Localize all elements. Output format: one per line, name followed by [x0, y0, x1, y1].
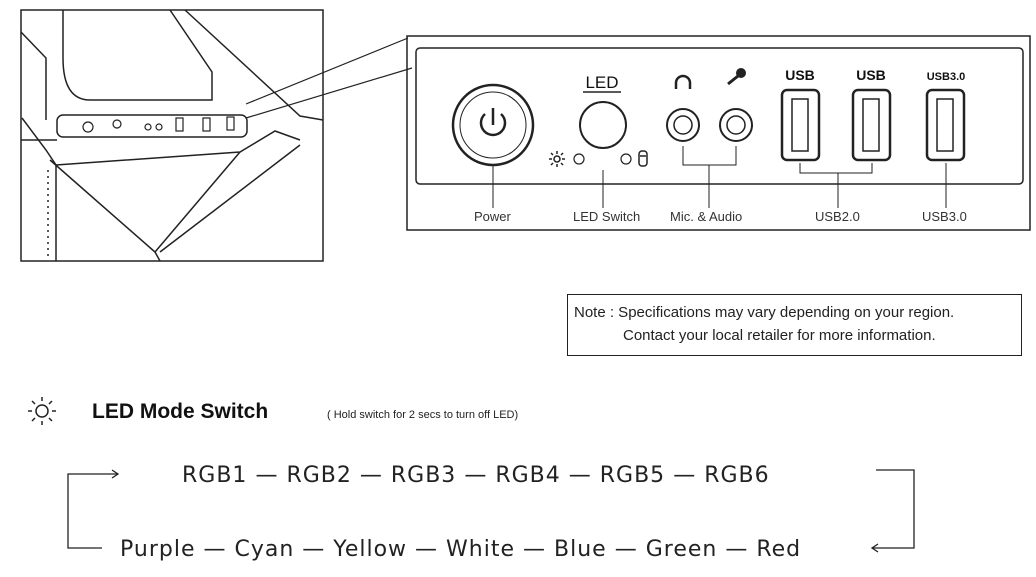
color-mode-red: Red	[756, 537, 802, 562]
note-line-1: Note : Specifications may vary depending…	[574, 304, 955, 321]
rgb-mode-4: RGB4	[495, 463, 561, 488]
mic-audio-label: Mic. & Audio	[670, 209, 743, 224]
microphone-icon	[727, 68, 746, 86]
rgb-mode-6: RGB6	[704, 463, 770, 488]
mode-cycle-arrows	[67, 469, 915, 553]
note-line-2: Contact your local retailer for more inf…	[623, 327, 936, 344]
led-indicator-right	[620, 153, 632, 165]
rgb-mode-row: RGB1 — RGB2 — RGB3 — RGB4 — RGB5 — RGB6	[182, 463, 770, 488]
lightbulb-icon	[638, 150, 648, 167]
note-box: Note : Specifications may vary depending…	[567, 294, 1022, 356]
usb-header-2: USB	[856, 67, 886, 83]
led-header: LED	[585, 73, 618, 92]
audio-bracket	[682, 146, 737, 208]
mode-separator: —	[255, 463, 279, 488]
color-mode-purple: Purple	[120, 537, 196, 562]
headphone-jack	[666, 108, 700, 142]
mode-separator: —	[359, 463, 383, 488]
usb3-header: USB3.0	[927, 71, 966, 83]
rgb-mode-3: RGB3	[390, 463, 457, 488]
usb-port-icon	[780, 88, 966, 162]
power-icon	[479, 108, 507, 137]
rgb-mode-5: RGB5	[599, 463, 666, 488]
usb3-label: USB3.0	[922, 209, 967, 224]
headphone-icon	[674, 74, 692, 89]
color-mode-row: Purple — Cyan — Yellow — White — Blue — …	[120, 537, 801, 562]
mode-separator: —	[302, 537, 326, 562]
mode-separator: —	[464, 463, 488, 488]
case-illustration	[20, 9, 324, 262]
mode-separator: —	[614, 537, 638, 562]
mode-separator: —	[725, 537, 749, 562]
usb2-bracket	[799, 163, 873, 208]
mode-separator: —	[568, 463, 592, 488]
led-indicator-left	[573, 153, 585, 165]
mode-separator: —	[523, 537, 547, 562]
color-mode-yellow: Yellow	[333, 537, 408, 562]
usb2-label: USB2.0	[815, 209, 860, 224]
led-mode-subtitle: ( Hold switch for 2 secs to turn off LED…	[327, 409, 519, 421]
led-switch-label: LED Switch	[573, 209, 641, 224]
mic-jack	[719, 108, 753, 142]
panel-outline	[406, 35, 1031, 231]
callout-connector	[245, 37, 413, 119]
case-panel-mini-ports	[82, 116, 235, 133]
mode-separator: —	[673, 463, 697, 488]
led-mode-title: LED Mode Switch	[92, 400, 269, 423]
mode-separator: —	[203, 537, 227, 562]
color-mode-cyan: Cyan	[234, 537, 295, 562]
color-mode-white: White	[446, 537, 516, 562]
usb-header-1: USB	[785, 67, 815, 83]
power-label: Power	[474, 209, 511, 224]
power-button	[451, 83, 535, 167]
color-mode-green: Green	[645, 537, 718, 562]
sun-icon-small	[549, 151, 565, 167]
sun-icon	[28, 397, 56, 425]
led-switch-button	[579, 101, 627, 149]
rgb-mode-2: RGB2	[286, 463, 352, 488]
rgb-mode-1: RGB1	[182, 463, 248, 488]
mode-separator: —	[415, 537, 439, 562]
color-mode-blue: Blue	[554, 537, 607, 562]
